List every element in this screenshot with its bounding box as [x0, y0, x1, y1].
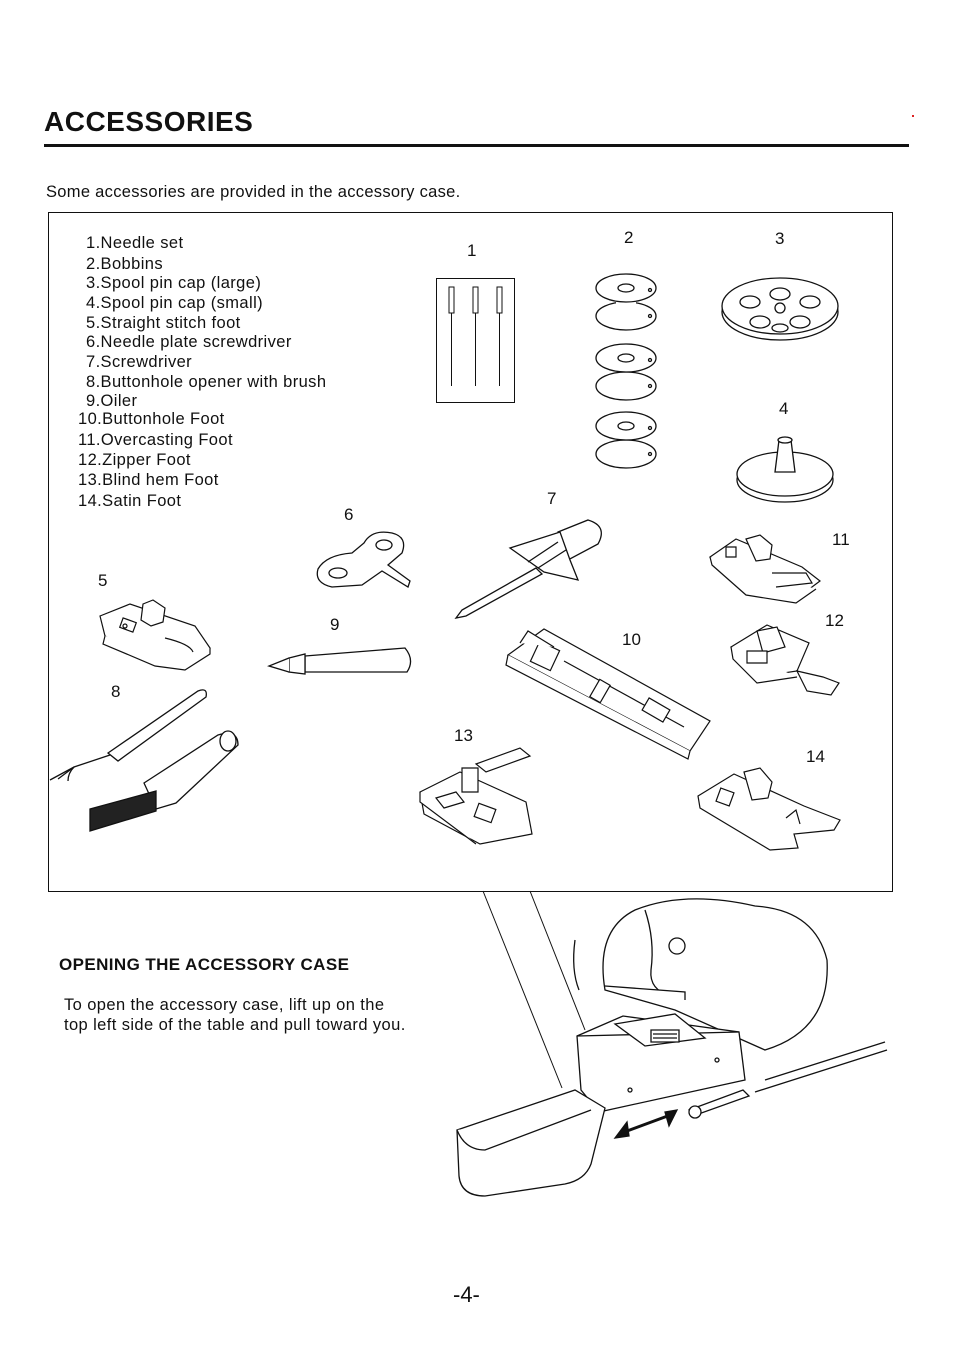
callout-1: 1 [467, 241, 477, 260]
spool-cap-small-illustration [735, 434, 835, 504]
callout-2: 2 [624, 228, 634, 247]
callout-10: 10 [622, 630, 641, 649]
callout-8: 8 [111, 682, 121, 701]
blind-hem-foot-illustration [416, 742, 536, 846]
callout-13: 13 [454, 726, 473, 745]
oiler-illustration [265, 646, 413, 681]
list-item: 1.Needle set [86, 234, 184, 252]
needle-plate-screwdriver-illustration [312, 527, 412, 597]
body-text-line: top left side of the table and pull towa… [64, 1016, 406, 1034]
callout-6: 6 [344, 505, 354, 524]
zipper-foot-illustration [727, 621, 843, 697]
intro-text: Some accessories are provided in the acc… [46, 183, 461, 201]
callout-11: 11 [832, 530, 850, 549]
list-item: 6.Needle plate screwdriver [86, 333, 292, 351]
list-item: 14.Satin Foot [78, 492, 182, 510]
bobbins-illustration [594, 268, 660, 470]
list-item: 12.Zipper Foot [78, 451, 191, 469]
list-item: 13.Blind hem Foot [78, 471, 219, 489]
callout-4: 4 [779, 399, 789, 418]
callout-5: 5 [98, 571, 108, 590]
print-mark [912, 115, 914, 117]
list-item: 8.Buttonhole opener with brush [86, 373, 327, 391]
list-item: 10.Buttonhole Foot [78, 410, 225, 428]
straight-stitch-foot-illustration [95, 596, 215, 671]
callout-12: 12 [825, 611, 844, 630]
accessories-panel [48, 212, 893, 892]
buttonhole-opener-illustration [48, 685, 243, 835]
satin-foot-illustration [694, 768, 844, 852]
callout-3: 3 [775, 229, 785, 248]
list-item: 11.Overcasting Foot [78, 431, 233, 449]
needle-set-illustration [436, 278, 515, 403]
spool-cap-large-illustration [720, 272, 840, 344]
title-rule [44, 144, 909, 147]
list-item: 7.Screwdriver [86, 353, 193, 371]
list-item: 3.Spool pin cap (large) [86, 274, 262, 292]
body-text-line: To open the accessory case, lift up on t… [64, 996, 385, 1014]
accessory-case-illustration [455, 900, 895, 1200]
callout-14: 14 [806, 747, 825, 766]
buttonhole-foot-illustration [504, 625, 714, 757]
overcasting-foot-illustration [706, 533, 824, 603]
screwdriver-illustration [448, 518, 608, 623]
list-item: 9.Oiler [86, 392, 138, 410]
callout-9: 9 [330, 615, 340, 634]
callout-7: 7 [547, 489, 557, 508]
list-item: 2.Bobbins [86, 255, 163, 273]
page-title: ACCESSORIES [44, 106, 254, 137]
list-item: 4.Spool pin cap (small) [86, 294, 264, 312]
list-item: 5.Straight stitch foot [86, 314, 241, 332]
section-heading: OPENING THE ACCESSORY CASE [59, 955, 350, 974]
page-number: -4- [453, 1282, 480, 1307]
